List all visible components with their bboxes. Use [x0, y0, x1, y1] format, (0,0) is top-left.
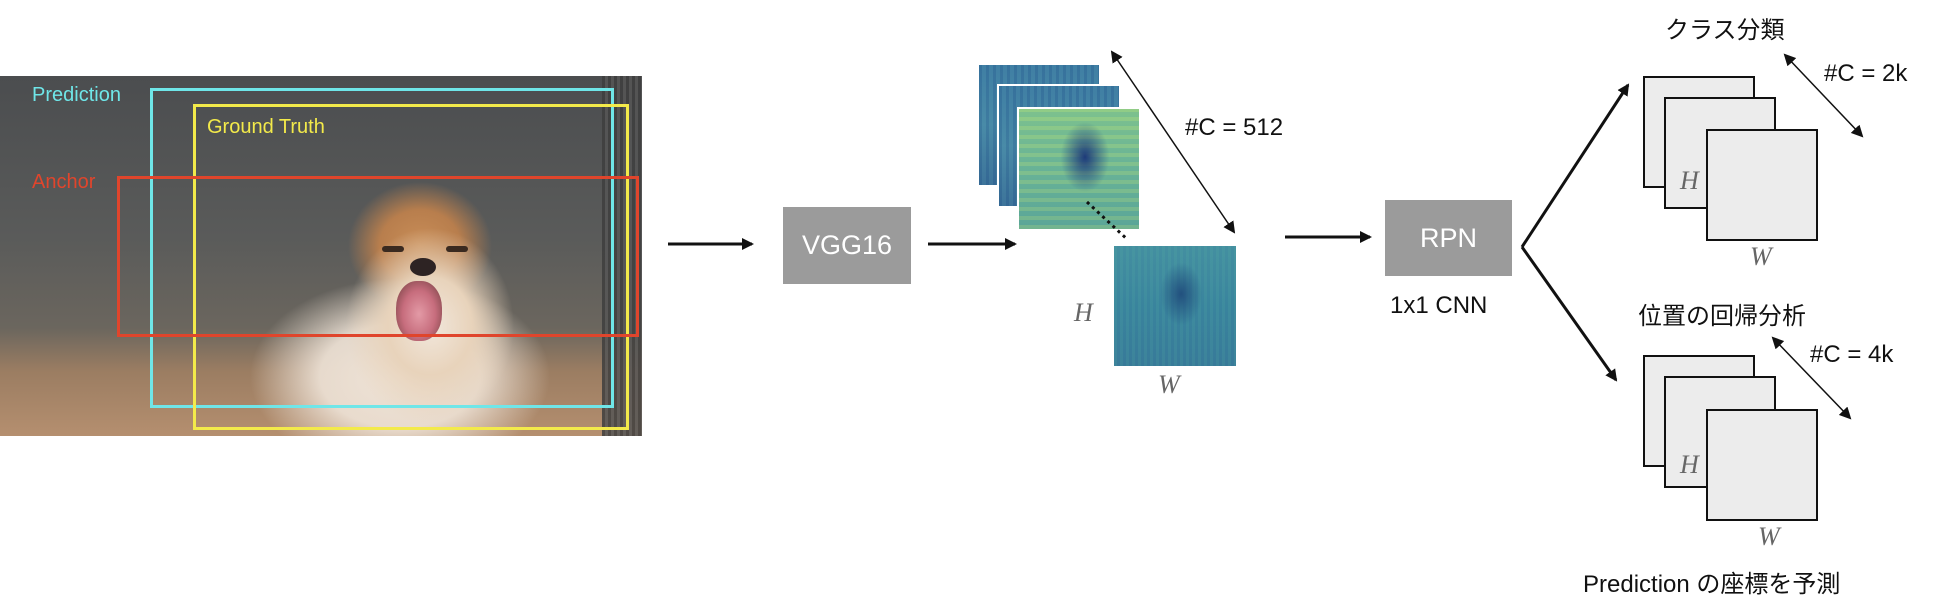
ground-truth-label: Ground Truth	[207, 116, 325, 138]
anchor-bbox	[117, 176, 639, 337]
prediction-label: Prediction	[32, 84, 121, 106]
ground-truth-bbox	[193, 104, 629, 430]
vgg16-block: VGG16	[783, 207, 911, 284]
feature-height-label: H	[1074, 298, 1093, 327]
cls-width-label: W	[1750, 242, 1772, 271]
feature-channel-arrow	[1110, 50, 1236, 234]
puppy-eye-left	[382, 246, 404, 252]
anchor-label: Anchor	[32, 171, 96, 193]
reg-branch-title: 位置の回帰分析	[1638, 303, 1806, 330]
puppy-image	[0, 76, 642, 436]
arrow-rpn-to-reg	[1520, 246, 1618, 382]
reg-channel-arrow	[1771, 336, 1852, 420]
cls-output-layer-3	[1706, 129, 1818, 241]
cls-branch-title: クラス分類	[1665, 17, 1785, 44]
puppy-nose	[410, 258, 436, 276]
reg-width-label: W	[1758, 522, 1780, 551]
puppy-eye-right	[446, 246, 468, 252]
rpn-caption: 1x1 CNN	[1390, 292, 1488, 319]
reg-height-label: H	[1680, 450, 1699, 479]
input-photo	[0, 76, 642, 436]
prediction-bbox	[150, 88, 614, 408]
photo-background-edge	[602, 76, 642, 436]
reg-output-layer-3	[1706, 409, 1818, 521]
cls-height-label: H	[1680, 166, 1699, 195]
cls-channel-arrow	[1783, 53, 1864, 138]
feature-map-last-layer	[1112, 244, 1238, 368]
arrow-rpn-to-cls	[1520, 83, 1630, 248]
feature-stack-dots	[1085, 200, 1130, 242]
rpn-block: RPN	[1385, 200, 1512, 276]
footer-caption: Prediction の座標を予測	[1583, 571, 1841, 598]
feature-width-label: W	[1158, 370, 1180, 399]
puppy-mouth	[396, 281, 442, 341]
